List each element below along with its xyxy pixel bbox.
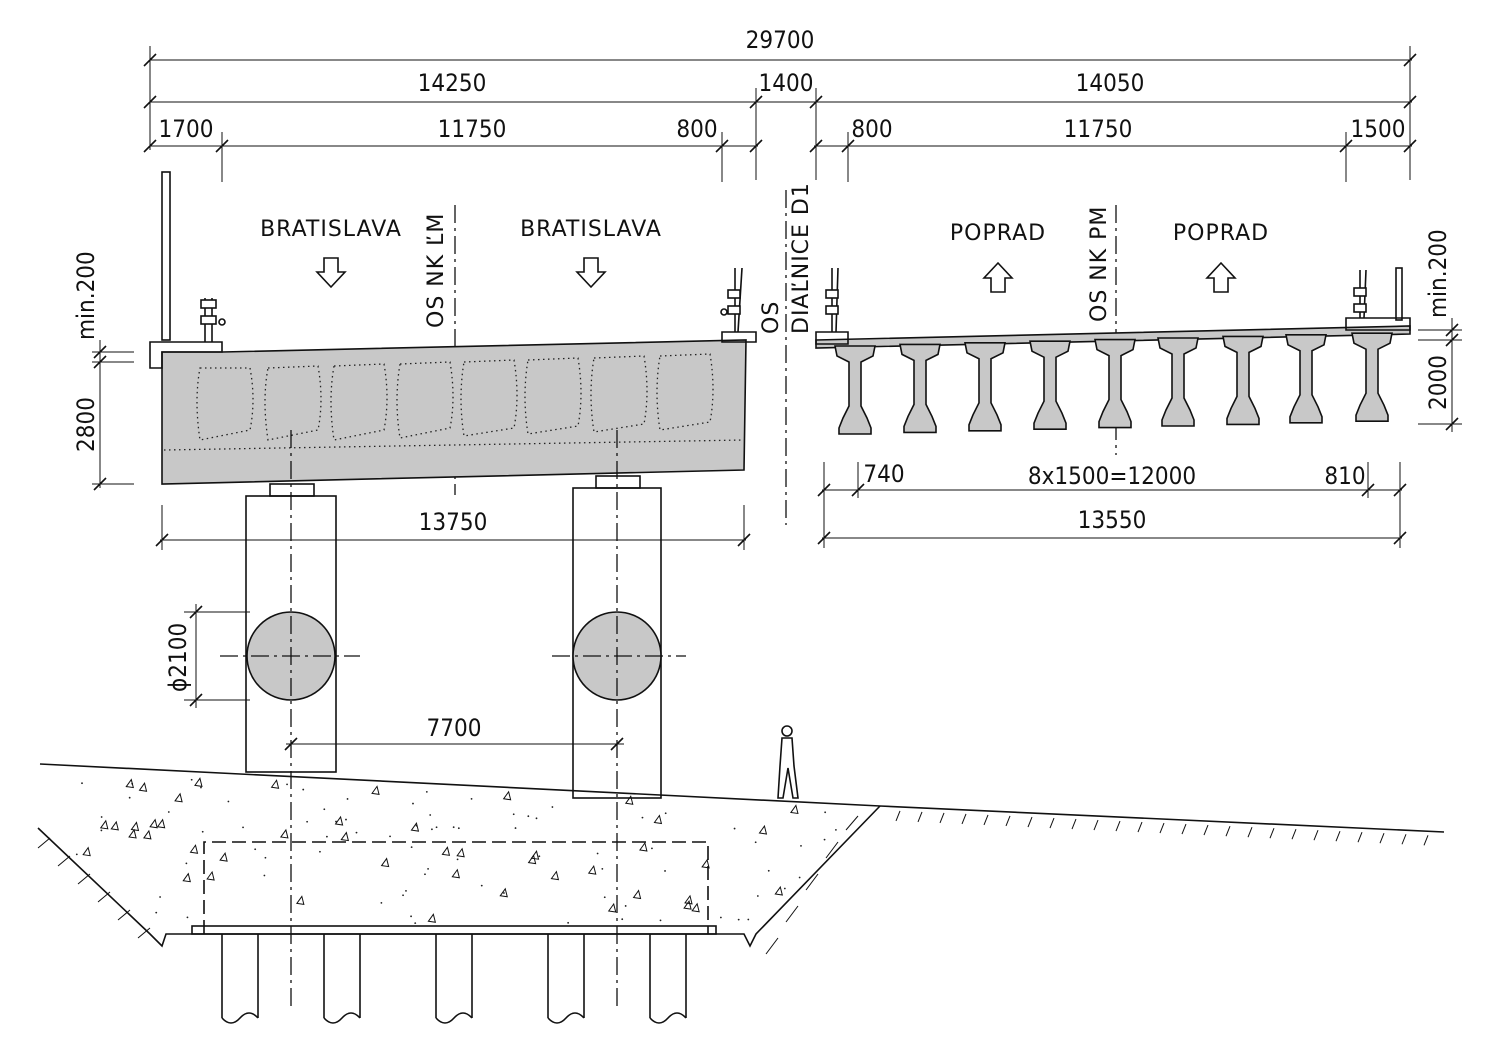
dim-left-bottom: 13750 (419, 508, 488, 536)
precast-i-beam (1351, 332, 1393, 422)
direction-label-right-2: POPRAD (1173, 221, 1269, 246)
pile (221, 1012, 259, 1024)
dim-left-min: min.200 (72, 251, 100, 340)
precast-i-beam (899, 343, 941, 434)
dim-right-depth: 2000 (1424, 355, 1452, 410)
pile (547, 1012, 585, 1024)
dim-left-road: 11750 (438, 115, 507, 143)
axis-right-label: OS NK PM (1087, 206, 1112, 322)
precast-i-beam (1157, 337, 1199, 427)
dim-left-width: 14250 (418, 69, 487, 97)
left-bottom-dimension: 13750 (155, 505, 751, 550)
dim-right-cap: 1500 (1351, 115, 1406, 143)
left-deck (149, 171, 757, 497)
concrete-aggregate-hatch (75, 777, 837, 925)
right-bottom-dimensions: 740 8x1500=12000 810 13550 (817, 460, 1407, 548)
dim-left-cap: 1700 (159, 115, 214, 143)
left-box-girder (161, 339, 747, 485)
precast-i-beam (1029, 340, 1071, 430)
precast-beams (834, 332, 1393, 435)
dim-total: 29700 (746, 26, 815, 54)
dim-beam-spacing: 8x1500=12000 (1028, 462, 1196, 490)
dim-beam-last: 810 (1324, 462, 1365, 490)
precast-i-beam (834, 345, 876, 435)
top-dimension-chains: 29700 14250 1400 14050 1700 11750 800 80… (143, 26, 1417, 182)
piles (221, 934, 687, 1024)
dim-right-min: min.200 (1424, 229, 1452, 318)
direction-label-left-2: BRATISLAVA (520, 217, 662, 242)
dim-left-edge: 800 (676, 115, 717, 143)
direction-label-left-1: BRATISLAVA (260, 217, 402, 242)
left-girder-cells (163, 353, 745, 451)
arrow-up-icon (982, 261, 1014, 293)
left-depth-dimensions: min.200 2800 (72, 251, 134, 491)
arrow-up-icon (1205, 261, 1237, 293)
traffic-directions: BRATISLAVA BRATISLAVA POPRAD POPRAD (260, 217, 1269, 293)
pile (435, 1012, 473, 1024)
foundation (37, 763, 1445, 1024)
axis-center-label-1: OS (759, 301, 784, 334)
dim-right-width: 14050 (1076, 69, 1145, 97)
arrow-down-icon (315, 257, 347, 289)
pile-cap-outline (203, 841, 709, 934)
precast-i-beam (1222, 335, 1264, 426)
piers: ϕ2100 7700 (164, 430, 686, 1010)
arrow-down-icon (575, 257, 607, 289)
precast-i-beam (1094, 338, 1136, 429)
pier-right (572, 487, 662, 799)
precast-i-beam (1285, 334, 1327, 424)
pile (649, 1012, 687, 1024)
dim-pier-diameter: ϕ2100 (164, 623, 192, 692)
direction-label-right-1: POPRAD (950, 221, 1046, 246)
axis-left-label: OS NK ĽM (424, 213, 449, 328)
axes: OS NK ĽM OS DIAĽNICE D1 OS NK PM (424, 182, 1117, 525)
dim-pier-spacing: 7700 (427, 714, 482, 742)
precast-i-beam (964, 342, 1006, 432)
person-scale-figure-icon (777, 725, 799, 799)
ground-line (39, 763, 1445, 833)
dim-right-road: 11750 (1064, 115, 1133, 143)
dim-gap: 1400 (759, 69, 814, 97)
right-deck (815, 267, 1411, 435)
axis-center-label-2: DIAĽNICE D1 (789, 182, 814, 334)
dim-beam-first: 740 (863, 460, 904, 488)
right-depth-dimensions: min.200 2000 (1418, 229, 1462, 432)
dim-right-bottom: 13550 (1078, 506, 1147, 534)
pile (323, 1012, 361, 1024)
dim-right-edge: 800 (851, 115, 892, 143)
dim-left-depth: 2800 (72, 397, 100, 452)
